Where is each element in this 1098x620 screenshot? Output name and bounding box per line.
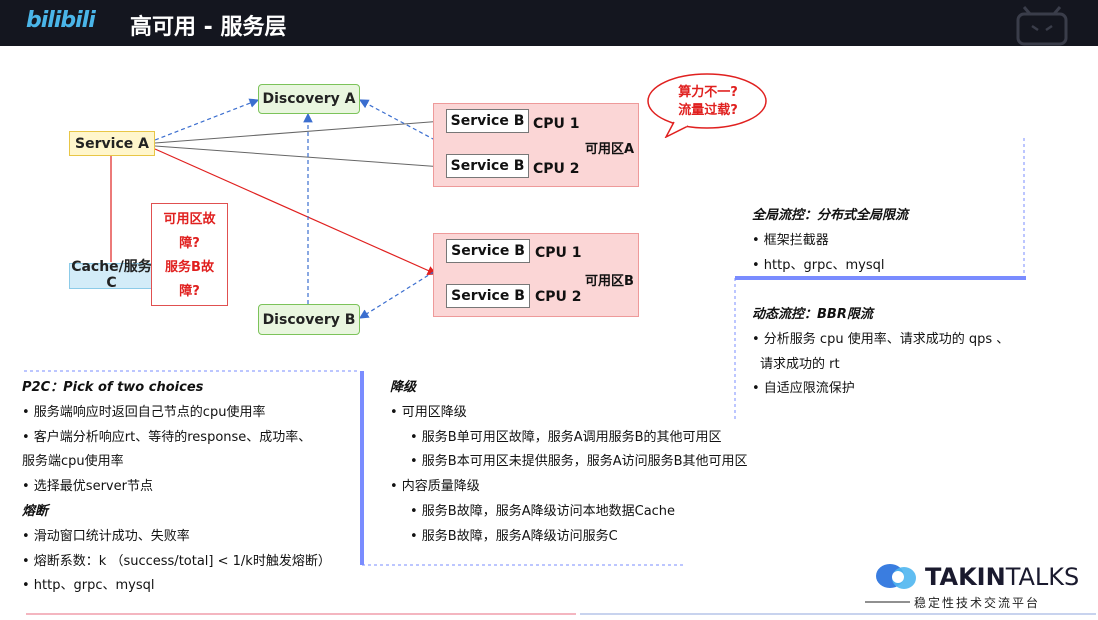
speech-bubble [647, 73, 767, 138]
fault-line-1: 可用区故 [163, 212, 216, 227]
discovery-b-node: Discovery B [258, 304, 360, 335]
dynamic-flow-item: • 自适应限流保护 [752, 381, 855, 397]
p2c-item: 服务端cpu使用率 [22, 454, 124, 470]
global-flow-heading: 全局流控：分布式全局限流 [752, 208, 909, 223]
footer-tagline: 稳定性技术交流平台 [914, 596, 1041, 610]
link-zone-b-discovery-b [358, 267, 441, 319]
global-flow-panel: 全局流控：分布式全局限流 • 框架拦截器 • http、grpc、mysql [752, 204, 908, 278]
dynamic-flow-item: 请求成功的 rt [760, 356, 840, 372]
fault-line-4: 障? [179, 284, 200, 299]
link-svca-zone-a-2 [154, 145, 444, 171]
zone-b-cpu1-label: CPU 1 [535, 245, 582, 261]
fault-line-3: 服务B故 [165, 260, 214, 275]
fuse-heading: 熔断 [22, 503, 49, 519]
zone-a-label: 可用区A [585, 142, 635, 157]
bubble-line-2: 流量过载? [678, 103, 738, 118]
dynamic-flow-item: • 分析服务 cpu 使用率、请求成功的 qps 、 [752, 331, 1010, 347]
p2c-item: • 选择最优server节点 [22, 479, 153, 495]
fault-question-box: 可用区故 障? 服务B故 障? [151, 203, 228, 306]
dynamic-flow-heading: 动态流控：BBR限流 [752, 307, 873, 322]
page-title: 高可用 - 服务层 [130, 15, 287, 40]
link-zone-a-discovery-a [358, 99, 436, 141]
takintalks-wordmark: TAKINTALKS [925, 563, 1079, 591]
link-svca-discovery-a [154, 98, 260, 141]
discovery-a-node: Discovery A [258, 84, 360, 114]
link-svca-zone-a-1 [154, 117, 444, 144]
fuse-item: • 滑动窗口统计成功、失败率 [22, 528, 190, 544]
takintalks-logo-icon [876, 564, 916, 589]
bubble-text: 算力不一? 流量过载? [660, 84, 756, 120]
dynamic-flow-panel: 动态流控：BBR限流 • 分析服务 cpu 使用率、请求成功的 qps 、 请求… [752, 303, 1009, 402]
degrade-subitem: • 服务B故障，服务A降级访问服务C [410, 528, 618, 544]
link-svca-zone-b [154, 148, 438, 275]
zone-a-cpu2-label: CPU 2 [533, 161, 580, 177]
zone-b-service-b-1: Service B [446, 239, 530, 263]
degrade-heading: 降级 [390, 380, 417, 395]
zone-a-service-b-2: Service B [446, 154, 529, 178]
zone-b-service-b-2: Service B [446, 284, 530, 308]
cache-label-line2: C [106, 275, 117, 291]
header-bar: bilibili 高可用 - 服务层 [0, 0, 1098, 46]
p2c-heading: P2C：Pick of two choices [22, 380, 204, 395]
global-flow-item: • 框架拦截器 [752, 232, 829, 248]
degrade-item: • 可用区降级 [390, 404, 467, 420]
fault-line-2: 障? [179, 236, 200, 251]
degrade-subitem: • 服务B单可用区故障，服务A调用服务B的其他可用区 [410, 429, 722, 445]
brand-light: TALKS [1005, 563, 1080, 591]
p2c-item: • 服务端响应时返回自己节点的cpu使用率 [22, 404, 266, 420]
degrade-item: • 内容质量降级 [390, 479, 480, 495]
brand-bold: TAKIN [925, 563, 1006, 591]
fuse-item: • http、grpc、mysql [22, 578, 155, 594]
tv-mascot-icon [1016, 6, 1068, 46]
p2c-panel: P2C：Pick of two choices • 服务端响应时返回自己节点的c… [22, 376, 331, 599]
service-a-node: Service A [69, 131, 155, 156]
zone-b-label: 可用区B [585, 274, 634, 289]
fuse-item: • 熔断系数：k （success/total] < 1/k时触发熔断） [22, 553, 331, 569]
degrade-subitem: • 服务B本可用区未提供服务，服务A访问服务B其他可用区 [410, 454, 748, 470]
degrade-subitem: • 服务B故障，服务A降级访问本地数据Cache [410, 503, 676, 519]
bubble-line-1: 算力不一? [678, 85, 738, 100]
cache-label-line1: Cache/服务 [71, 259, 152, 275]
degrade-panel: 降级 • 可用区降级 • 服务B单可用区故障，服务A调用服务B的其他可用区 • … [390, 376, 748, 550]
zone-a-cpu1-label: CPU 1 [533, 116, 580, 132]
cache-service-c-node: Cache/服务 C [69, 259, 154, 291]
zone-b-cpu2-label: CPU 2 [535, 289, 582, 305]
zone-a-service-b-1: Service B [446, 109, 529, 133]
bilibili-logo: bilibili [26, 8, 96, 33]
global-flow-item: • http、grpc、mysql [752, 257, 885, 273]
p2c-item: • 客户端分析响应rt、等待的response、成功率、 [22, 429, 312, 445]
